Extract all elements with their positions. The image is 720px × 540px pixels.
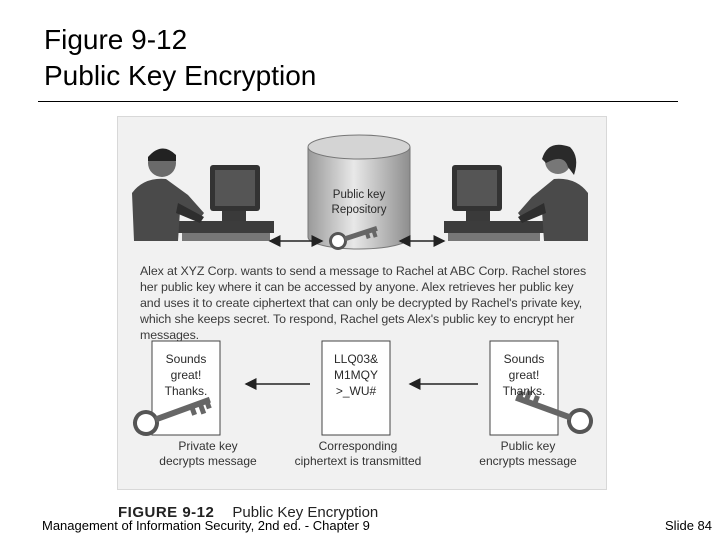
figure-caption-number: FIGURE 9-12: [118, 504, 215, 521]
left-box-text: Sounds great! Thanks.: [164, 352, 208, 398]
middle-caption: Corresponding ciphertext is transmitted: [294, 439, 422, 468]
figure-panel: Public key Repository Alex at XYZ Corp. …: [117, 116, 607, 490]
footer-course: Management of Information Security, 2nd …: [42, 518, 370, 533]
woman-at-computer-icon: [444, 144, 588, 241]
public-key-icon: [515, 390, 593, 434]
man-at-computer-icon: [132, 148, 274, 241]
slide-title-line1: Figure 9-12: [44, 24, 188, 55]
footer-slide-number: Slide 84: [665, 518, 712, 533]
repository-label: Public key Repository: [331, 189, 387, 216]
right-box-text: Sounds great! Thanks.: [502, 352, 546, 398]
slide-title-line2: Public Key Encryption: [44, 60, 317, 91]
private-key-icon: [133, 396, 212, 436]
middle-box-text: LLQ03& M1MQY >_WU#: [333, 352, 379, 398]
figure-caption: FIGURE 9-12 Public Key Encryption: [118, 504, 378, 521]
slide-title: Figure 9-12 Public Key Encryption: [44, 22, 664, 94]
figure-caption-title: Public Key Encryption: [232, 504, 379, 521]
left-caption: Private key decrypts message: [159, 439, 257, 468]
figure-description: Alex at XYZ Corp. wants to send a messag…: [140, 264, 587, 342]
right-caption: Public key encrypts message: [479, 439, 577, 468]
right-message-box: [489, 340, 559, 436]
repository-key-icon: [329, 225, 378, 250]
figure-illustration: [132, 134, 593, 436]
title-divider: [38, 101, 678, 102]
middle-message-box: [321, 340, 391, 436]
